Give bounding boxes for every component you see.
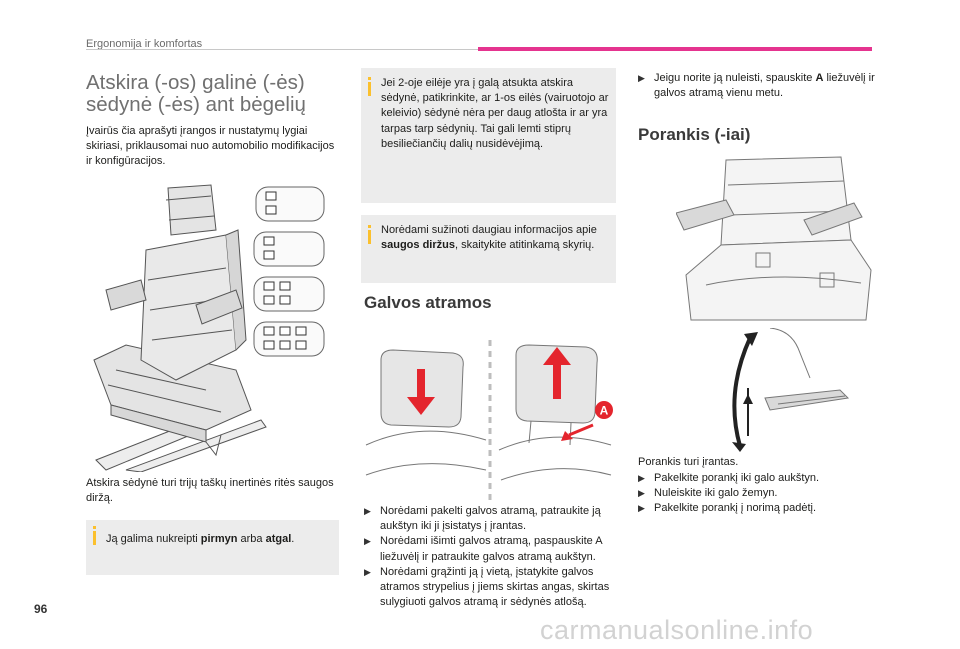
seatbelt-paragraph: Atskira sėdynė turi trijų taškų inertinė… [86, 477, 334, 505]
info-box-rear-seat-text: Jei 2-oje eilėje yra į galą atsukta atsk… [381, 77, 609, 150]
arrow-down-icon [732, 442, 746, 452]
headrest-lower-instruction: ▶ Jeigu norite ją nuleisti, spauskite A l… [638, 71, 878, 101]
list-item-text-bold: A [815, 72, 824, 84]
page-number: 96 [34, 602, 48, 616]
info-text-mid: arba [237, 533, 266, 545]
arrow-up-icon [543, 347, 571, 399]
info-bar-icon [368, 77, 371, 96]
section-header: Ergonomija ir komfortas [86, 38, 203, 50]
list-item-text-post: liežuvėlį ir galvos atramą vienu metu. [654, 72, 875, 100]
label-a: A [600, 404, 609, 418]
list-item-text: Pakelkite porankį į norimą padėtį. [654, 502, 817, 515]
bullet-arrow-icon: ▶ [364, 506, 371, 516]
title-line-2: sėdynė (-ės) ant bėgelių [86, 93, 306, 116]
headrest-illustration: A [365, 340, 613, 500]
bullet-arrow-icon: ▶ [364, 536, 371, 547]
list-item-text: Norėdami grąžinti ją į vietą, įstatykite… [380, 565, 610, 609]
position-arrow-icon [743, 394, 753, 404]
info-bar-icon [368, 225, 371, 244]
armrest-instructions: ▶ Pakelkite porankį iki galo aukštyn. ▶ Nu… [638, 471, 878, 517]
list-item: ▶ Norėdami išimti galvos atramą, paspausk… [364, 534, 616, 564]
info2-text-pre: Norėdami sužinoti daugiau informacijos a… [381, 224, 597, 236]
list-item-text: Norėdami pakelti galvos atramą, patrauki… [380, 505, 601, 533]
page-title: Atskira (-os) galinė (-ės) sėdynė (-ės) … [86, 72, 366, 116]
bullet-arrow-icon: ▶ [638, 503, 645, 514]
armrest-seat-illustration [676, 156, 872, 321]
armrest-intro: Porankis turi įrantas. [638, 456, 739, 468]
info-bar-icon [93, 526, 96, 545]
info-box-seatbelts-text: Norėdami sužinoti daugiau informacijos a… [381, 223, 609, 253]
list-item-text-pre: Jeigu norite ją nuleisti, spauskite [654, 72, 816, 84]
arrow-up-icon [744, 332, 758, 346]
list-item: ▶ Jeigu norite ją nuleisti, spauskite A l… [638, 71, 878, 101]
release-tab-arrow-icon [561, 423, 594, 441]
info-text-pre: Ją galima nukreipti [106, 533, 201, 545]
info-box-seatbelts: Norėdami sužinoti daugiau informacijos a… [361, 215, 616, 283]
rail-seat-illustration [93, 184, 325, 472]
headrest-heading: Galvos atramos [364, 293, 492, 312]
list-item-text: Nuleiskite iki galo žemyn. [654, 487, 778, 500]
info-box-text: Ją galima nukreipti pirmyn arba atgal. [106, 532, 331, 547]
bullet-arrow-icon: ▶ [638, 488, 645, 499]
info-box-rear-seat: Jei 2-oje eilėje yra į galą atsukta atsk… [361, 68, 616, 203]
bullet-arrow-icon: ▶ [638, 73, 645, 83]
list-item: ▶ Pakelkite porankį iki galo aukštyn. [638, 471, 878, 486]
intro-paragraph: Įvairūs čia aprašyti įrangos ir nustatym… [86, 125, 335, 168]
title-line-1: Atskira (-os) galinė (-ės) [86, 71, 305, 94]
bullet-arrow-icon: ▶ [638, 473, 645, 483]
list-item-text: Norėdami išimti galvos atramą, paspauski… [380, 535, 602, 563]
headrest-instructions: ▶ Norėdami pakelti galvos atramą, patrauk… [364, 504, 616, 610]
list-item: ▶ Nuleiskite iki galo žemyn. [638, 486, 878, 501]
list-item: ▶ Norėdami pakelti galvos atramą, patrauk… [364, 504, 616, 534]
header-rule [86, 49, 478, 50]
arrow-down-icon [407, 369, 435, 415]
info-box-direction: Ją galima nukreipti pirmyn arba atgal. [86, 520, 339, 575]
info2-text-bold: saugos diržus [381, 239, 455, 252]
label-a-badge [595, 401, 613, 419]
list-item: ▶ Norėdami grąžinti ją į vietą, įstatykit… [364, 565, 616, 611]
header-accent-bar [478, 47, 872, 51]
watermark: carmanualsonline.info [540, 615, 814, 645]
armrest-heading: Porankis (-iai) [638, 125, 751, 144]
info-text-bold-back: atgal [265, 533, 292, 545]
info-text-post: . [291, 533, 295, 545]
info2-text-post: , skaitykite atitinkamą skyrių. [454, 239, 595, 252]
list-item: ▶ Pakelkite porankį į norimą padėtį. [638, 501, 878, 516]
info-text-bold-forward: pirmyn [200, 533, 238, 545]
list-item-text: Pakelkite porankį iki galo aukštyn. [654, 472, 820, 484]
bullet-arrow-icon: ▶ [364, 566, 371, 577]
armrest-positions-illustration [732, 328, 850, 452]
